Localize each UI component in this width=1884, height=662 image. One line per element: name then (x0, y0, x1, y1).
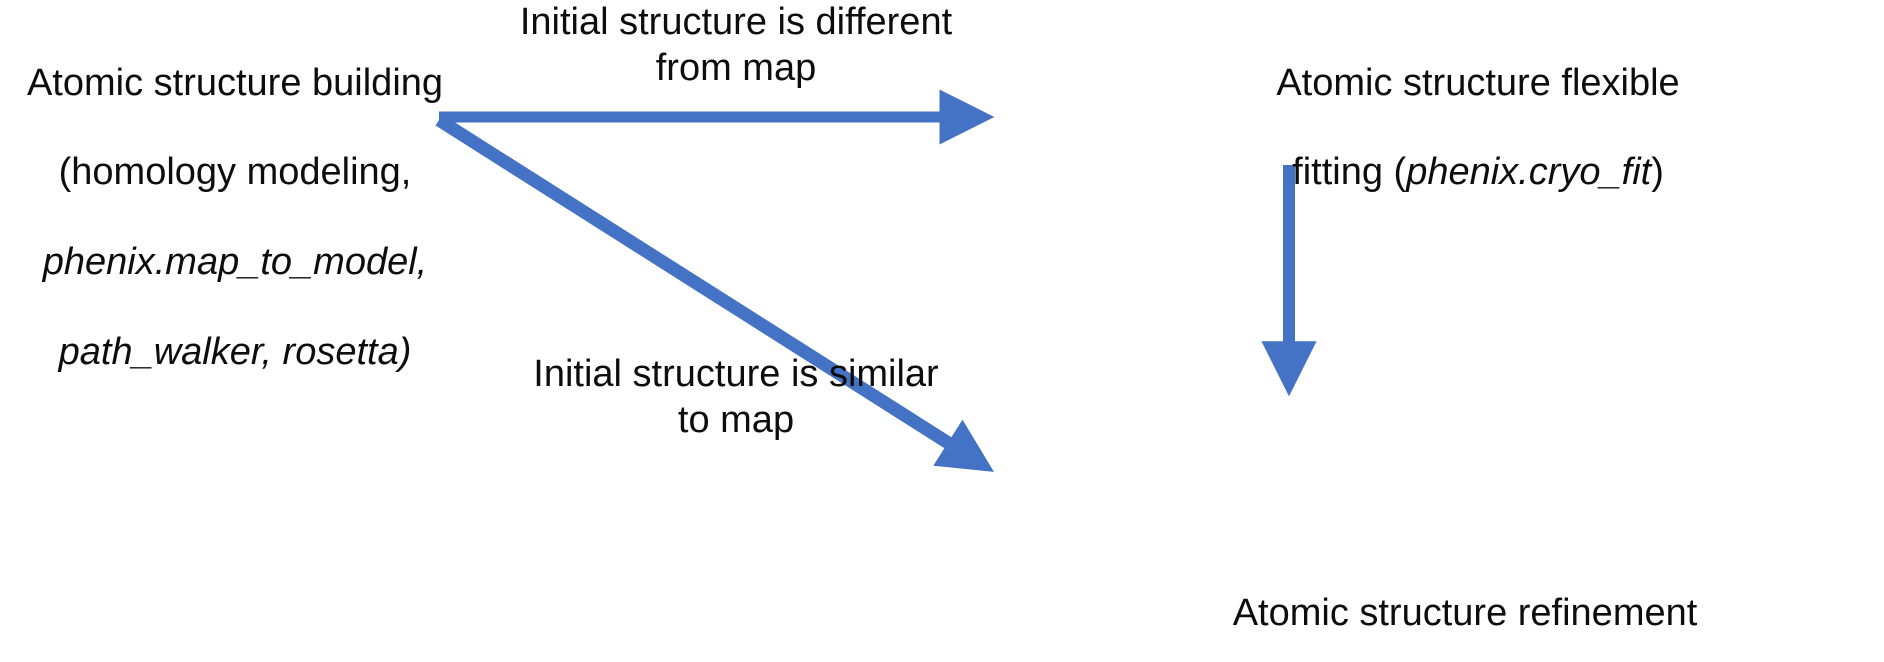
edge-label-initial-structure-similar: Initial structure is similar to map (516, 352, 956, 443)
node-fitting-paren-open: fitting ( (1292, 151, 1407, 194)
edge-label-initial-structure-different: Initial structure is different from map (516, 0, 956, 91)
node-building-line-4: path_walker, rosetta) (58, 330, 412, 373)
node-building-line-1: Atomic structure building (26, 61, 444, 104)
node-fitting-command: phenix.cryo_fit (1406, 151, 1652, 194)
edge-label-similar-line-2: is similar to map (677, 353, 939, 441)
node-atomic-structure-flexible-fitting: Atomic structure flexible fitting (pheni… (1072, 16, 1884, 240)
edge-label-different-line-2: is different from map (655, 1, 953, 89)
edge-label-different-line-1: Initial structure (519, 1, 767, 43)
node-fitting-line-1: Atomic structure flexible (1276, 61, 1680, 104)
node-fitting-paren-close: ) (1651, 151, 1664, 194)
node-atomic-structure-refinement: Atomic structure refinement (phenix.real… (1046, 546, 1884, 662)
node-atomic-structure-building: Atomic structure building (homology mode… (0, 16, 470, 419)
node-fitting-line-2: fitting (phenix.cryo_fit) (1072, 150, 1884, 195)
edge-label-similar-line-1: Initial structure (533, 353, 781, 395)
node-building-line-3: phenix.map_to_model, (42, 241, 428, 284)
node-refinement-line-1: Atomic structure refinement (1232, 591, 1698, 634)
node-building-line-2: (homology modeling, (58, 151, 412, 194)
